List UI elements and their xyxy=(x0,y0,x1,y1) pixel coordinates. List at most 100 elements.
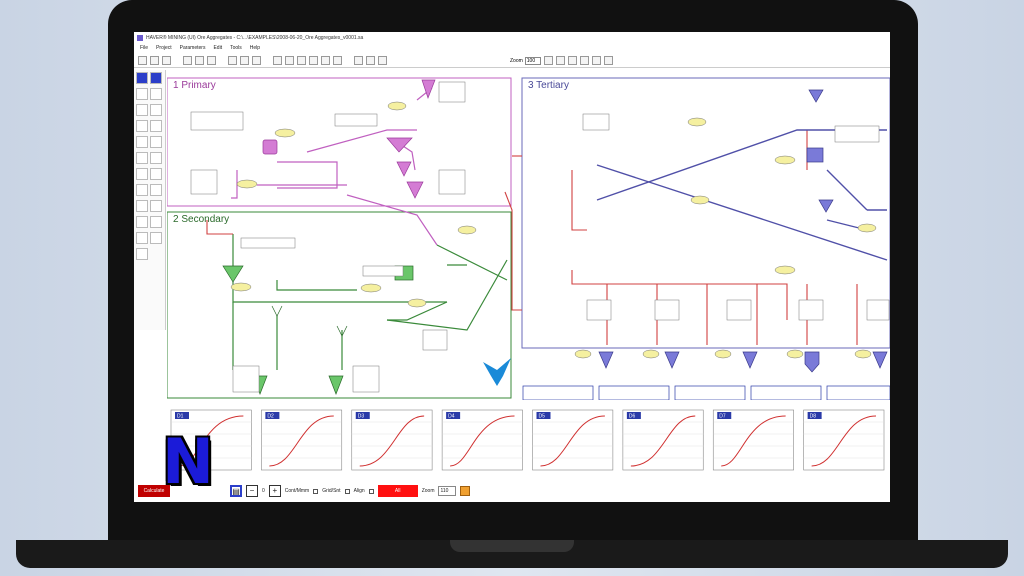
text-icon[interactable] xyxy=(333,56,342,65)
checkbox3[interactable] xyxy=(368,488,374,494)
minus-button[interactable]: − xyxy=(246,485,258,497)
menu-project[interactable]: Project xyxy=(156,45,172,51)
palette-select-icon[interactable] xyxy=(136,72,148,84)
delete-icon[interactable] xyxy=(252,56,261,65)
primary-flow-lines xyxy=(231,87,438,246)
tertiary-stockpile-2-icon xyxy=(664,351,680,369)
status-field[interactable]: All xyxy=(377,485,418,497)
size-distribution-curve xyxy=(178,415,244,467)
save-icon[interactable] xyxy=(162,56,171,65)
align-center-icon[interactable] xyxy=(285,56,294,65)
undo-icon[interactable] xyxy=(228,56,237,65)
secondary-info-boxes xyxy=(232,237,448,393)
tool-b-icon[interactable] xyxy=(555,56,565,65)
grid-icon[interactable] xyxy=(309,56,318,65)
palette-splitter-icon[interactable] xyxy=(136,152,148,164)
settings-icon[interactable] xyxy=(460,486,471,496)
new-icon[interactable] xyxy=(138,56,147,65)
summary-tables xyxy=(522,385,890,401)
curve-panel-label: D8 xyxy=(810,414,817,420)
size-distribution-curve xyxy=(359,415,425,467)
print-icon[interactable] xyxy=(366,56,375,65)
section-primary-title: 1 Primary xyxy=(173,80,216,91)
menu-help[interactable]: Help xyxy=(249,45,261,51)
palette-table-icon[interactable] xyxy=(150,232,162,244)
tertiary-info-boxes xyxy=(582,113,890,321)
palette-stockpile-icon[interactable] xyxy=(136,184,148,196)
redo-icon[interactable] xyxy=(240,56,249,65)
palette-cone-icon[interactable] xyxy=(136,104,148,116)
tertiary-stockpile-1-icon xyxy=(598,351,614,369)
palette-bin-icon[interactable] xyxy=(150,168,162,180)
palette-line-icon[interactable] xyxy=(150,200,162,212)
primary-stockpile-bottom-icon xyxy=(406,181,424,199)
curve-panel-label: D6 xyxy=(629,414,636,420)
plus-button[interactable]: + xyxy=(268,485,281,497)
curve-panel-tag xyxy=(536,412,551,419)
palette-pointer-icon[interactable] xyxy=(150,72,162,84)
palette-mill-icon[interactable] xyxy=(150,120,162,132)
toolbar-zoom-field[interactable]: 100 xyxy=(524,56,541,65)
palette-circle-icon[interactable] xyxy=(150,216,162,228)
palette-feeder-icon[interactable] xyxy=(150,104,162,116)
page-icon[interactable]: ▤ xyxy=(230,485,242,497)
tertiary-equipment xyxy=(598,89,888,373)
checkbox2[interactable] xyxy=(344,488,350,494)
curve-panel-label: D7 xyxy=(719,414,726,420)
palette-screen-icon[interactable] xyxy=(150,88,162,100)
curve-panel-frame xyxy=(170,409,252,471)
palette-truck-icon[interactable] xyxy=(136,120,148,132)
curve-panel-frame xyxy=(261,409,343,471)
palette-cyclone-icon[interactable] xyxy=(150,152,162,164)
menu-parameters[interactable]: Parameters xyxy=(179,45,206,51)
palette-conveyor-icon[interactable] xyxy=(136,136,148,148)
palette-chart-icon[interactable] xyxy=(136,232,148,244)
curve-panel-tag xyxy=(717,412,732,419)
report-icon[interactable] xyxy=(354,56,363,65)
tertiary-screen-icon xyxy=(818,199,834,213)
curve-panel-frame xyxy=(532,409,614,471)
export-icon[interactable] xyxy=(378,56,387,65)
palette-hopper-icon[interactable] xyxy=(150,136,162,148)
flowsheet-canvas[interactable]: 1 Primary 2 Secondary 3 Tertiary xyxy=(166,70,890,401)
zoom-field[interactable]: 110 xyxy=(438,486,457,496)
tertiary-bin-icon xyxy=(804,351,820,373)
palette-crusher-icon[interactable] xyxy=(136,88,148,100)
align-right-icon[interactable] xyxy=(297,56,306,65)
checkbox1[interactable] xyxy=(313,488,319,494)
tertiary-stockpile-5-icon xyxy=(872,351,888,369)
flowsheet-drawing xyxy=(166,77,890,401)
calculate-button[interactable]: Calculate xyxy=(138,485,170,497)
palette-box-icon[interactable] xyxy=(136,216,148,228)
curve-panel-tag xyxy=(175,412,189,419)
curve-panel-label: D2 xyxy=(267,414,274,420)
palette-pump-icon[interactable] xyxy=(150,184,162,196)
cut-icon[interactable] xyxy=(183,56,192,65)
size-distribution-curve xyxy=(630,415,696,467)
size-distribution-curve xyxy=(450,415,515,467)
copy-icon[interactable] xyxy=(195,56,204,65)
secondary-stockpile-right-icon xyxy=(328,375,344,395)
open-icon[interactable] xyxy=(150,56,159,65)
tool-f-icon[interactable] xyxy=(603,56,613,65)
menu-tools[interactable]: Tools xyxy=(230,45,242,51)
paste-icon[interactable] xyxy=(207,56,216,65)
jaw-crusher-icon xyxy=(262,139,278,155)
primary-info-boxes xyxy=(190,81,466,195)
tool-c-icon[interactable] xyxy=(567,56,577,65)
tool-e-icon[interactable] xyxy=(591,56,601,65)
tool-d-icon[interactable] xyxy=(579,56,589,65)
menu-edit[interactable]: Edit xyxy=(213,45,223,51)
checkbox3-label: Align xyxy=(353,488,365,494)
palette-washer-icon[interactable] xyxy=(136,168,148,180)
line-icon[interactable] xyxy=(321,56,330,65)
menu-file[interactable]: File xyxy=(140,45,149,51)
palette-curve-icon[interactable] xyxy=(136,248,148,260)
palette-text-icon[interactable] xyxy=(136,200,148,212)
brand-bird-icon xyxy=(483,358,511,386)
align-left-icon[interactable] xyxy=(273,56,282,65)
curve-panel-tag xyxy=(355,412,370,419)
primary-cone-icon xyxy=(396,161,412,177)
tool-a-icon[interactable] xyxy=(543,56,553,65)
